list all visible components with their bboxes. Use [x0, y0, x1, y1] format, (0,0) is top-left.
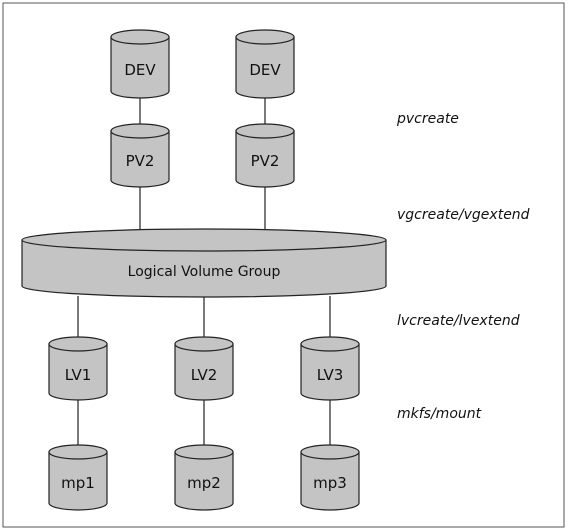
pv-cylinder-1: PV2 — [110, 123, 170, 188]
volume-group-cylinder: Logical Volume Group — [21, 228, 387, 298]
pv-cylinder-2: PV2 — [235, 123, 295, 188]
lv-label-2: LV2 — [191, 366, 218, 384]
dev-cylinder-2: DEV — [235, 29, 295, 99]
lv-label-3: LV3 — [317, 366, 344, 384]
mp-cylinder-2: mp2 — [174, 444, 234, 511]
volume-group-label: Logical Volume Group — [128, 264, 281, 280]
command-lvcreate: lvcreate/lvextend — [397, 313, 520, 329]
mp-cylinder-3: mp3 — [300, 444, 360, 511]
mp-label-3: mp3 — [313, 474, 347, 492]
mp-label-1: mp1 — [61, 474, 95, 492]
pv-label-2: PV2 — [251, 152, 280, 170]
connectors — [77, 98, 331, 446]
pv-label-1: PV2 — [126, 152, 155, 170]
mp-label-2: mp2 — [187, 474, 221, 492]
dev-cylinder-1: DEV — [110, 29, 170, 99]
mp-cylinder-1: mp1 — [48, 444, 108, 511]
dev-label-1: DEV — [124, 61, 156, 79]
dev-label-2: DEV — [249, 61, 281, 79]
command-mkfs: mkfs/mount — [397, 406, 482, 422]
lv-cylinder-3: LV3 — [300, 336, 360, 401]
lv-label-1: LV1 — [65, 366, 92, 384]
command-pvcreate: pvcreate — [396, 111, 459, 127]
command-vgcreate: vgcreate/vgextend — [397, 207, 530, 223]
lv-cylinder-2: LV2 — [174, 336, 234, 401]
lv-cylinder-1: LV1 — [48, 336, 108, 401]
